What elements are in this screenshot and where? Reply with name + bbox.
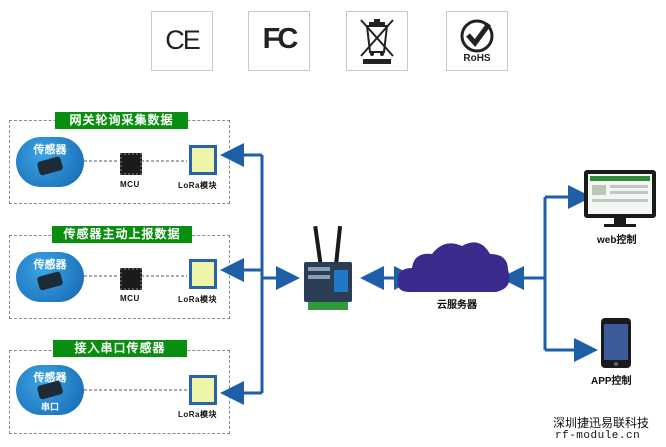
- ce-mark-icon: CE: [151, 11, 213, 71]
- ce-mark-label: CE: [165, 25, 201, 55]
- rohs-check-icon: RoHS: [446, 11, 508, 71]
- phone-icon: [601, 318, 631, 368]
- mcu-chip-icon: [120, 268, 142, 290]
- web-control-label: web控制: [597, 235, 637, 246]
- serial-label: 串口: [40, 402, 59, 412]
- sensor-label: 传感器: [33, 259, 67, 271]
- panel-title-active-report: 传感器主动上报数据: [52, 226, 192, 243]
- lora-label: LoRa模块: [178, 410, 217, 419]
- gateway-icon: [304, 225, 352, 310]
- lora-module-icon: [189, 375, 217, 405]
- monitor-icon: [584, 170, 656, 227]
- panel-title-polling: 网关轮询采集数据: [55, 112, 188, 129]
- sensor-label: 传感器: [33, 144, 67, 156]
- lora-label: LoRa模块: [178, 181, 217, 190]
- lora-label: LoRa模块: [178, 295, 217, 304]
- weee-bin-icon: [346, 11, 408, 71]
- fcc-mark-icon: FC: [248, 11, 310, 71]
- sensor-device-2: 传感器: [16, 252, 84, 302]
- lora-module-icon: [189, 145, 217, 175]
- cloud-icon: [397, 242, 510, 292]
- mcu-label: MCU: [120, 294, 140, 303]
- fcc-mark-label: FC: [262, 23, 299, 55]
- app-control-label: APP控制: [591, 376, 632, 387]
- sensor-device-1: 传感器: [16, 137, 84, 187]
- rohs-label: RoHS: [463, 53, 491, 64]
- lora-module-icon: [189, 259, 217, 289]
- company-site: rf-module.cn: [555, 430, 641, 442]
- cloud-label: 云服务器: [437, 300, 477, 311]
- company-name: 深圳捷迅易联科技: [553, 416, 650, 430]
- mcu-label: MCU: [120, 180, 140, 189]
- sensor-device-3: 传感器 串口: [16, 365, 84, 415]
- panel-title-serial: 接入串口传感器: [53, 340, 187, 357]
- mcu-chip-icon: [120, 153, 142, 175]
